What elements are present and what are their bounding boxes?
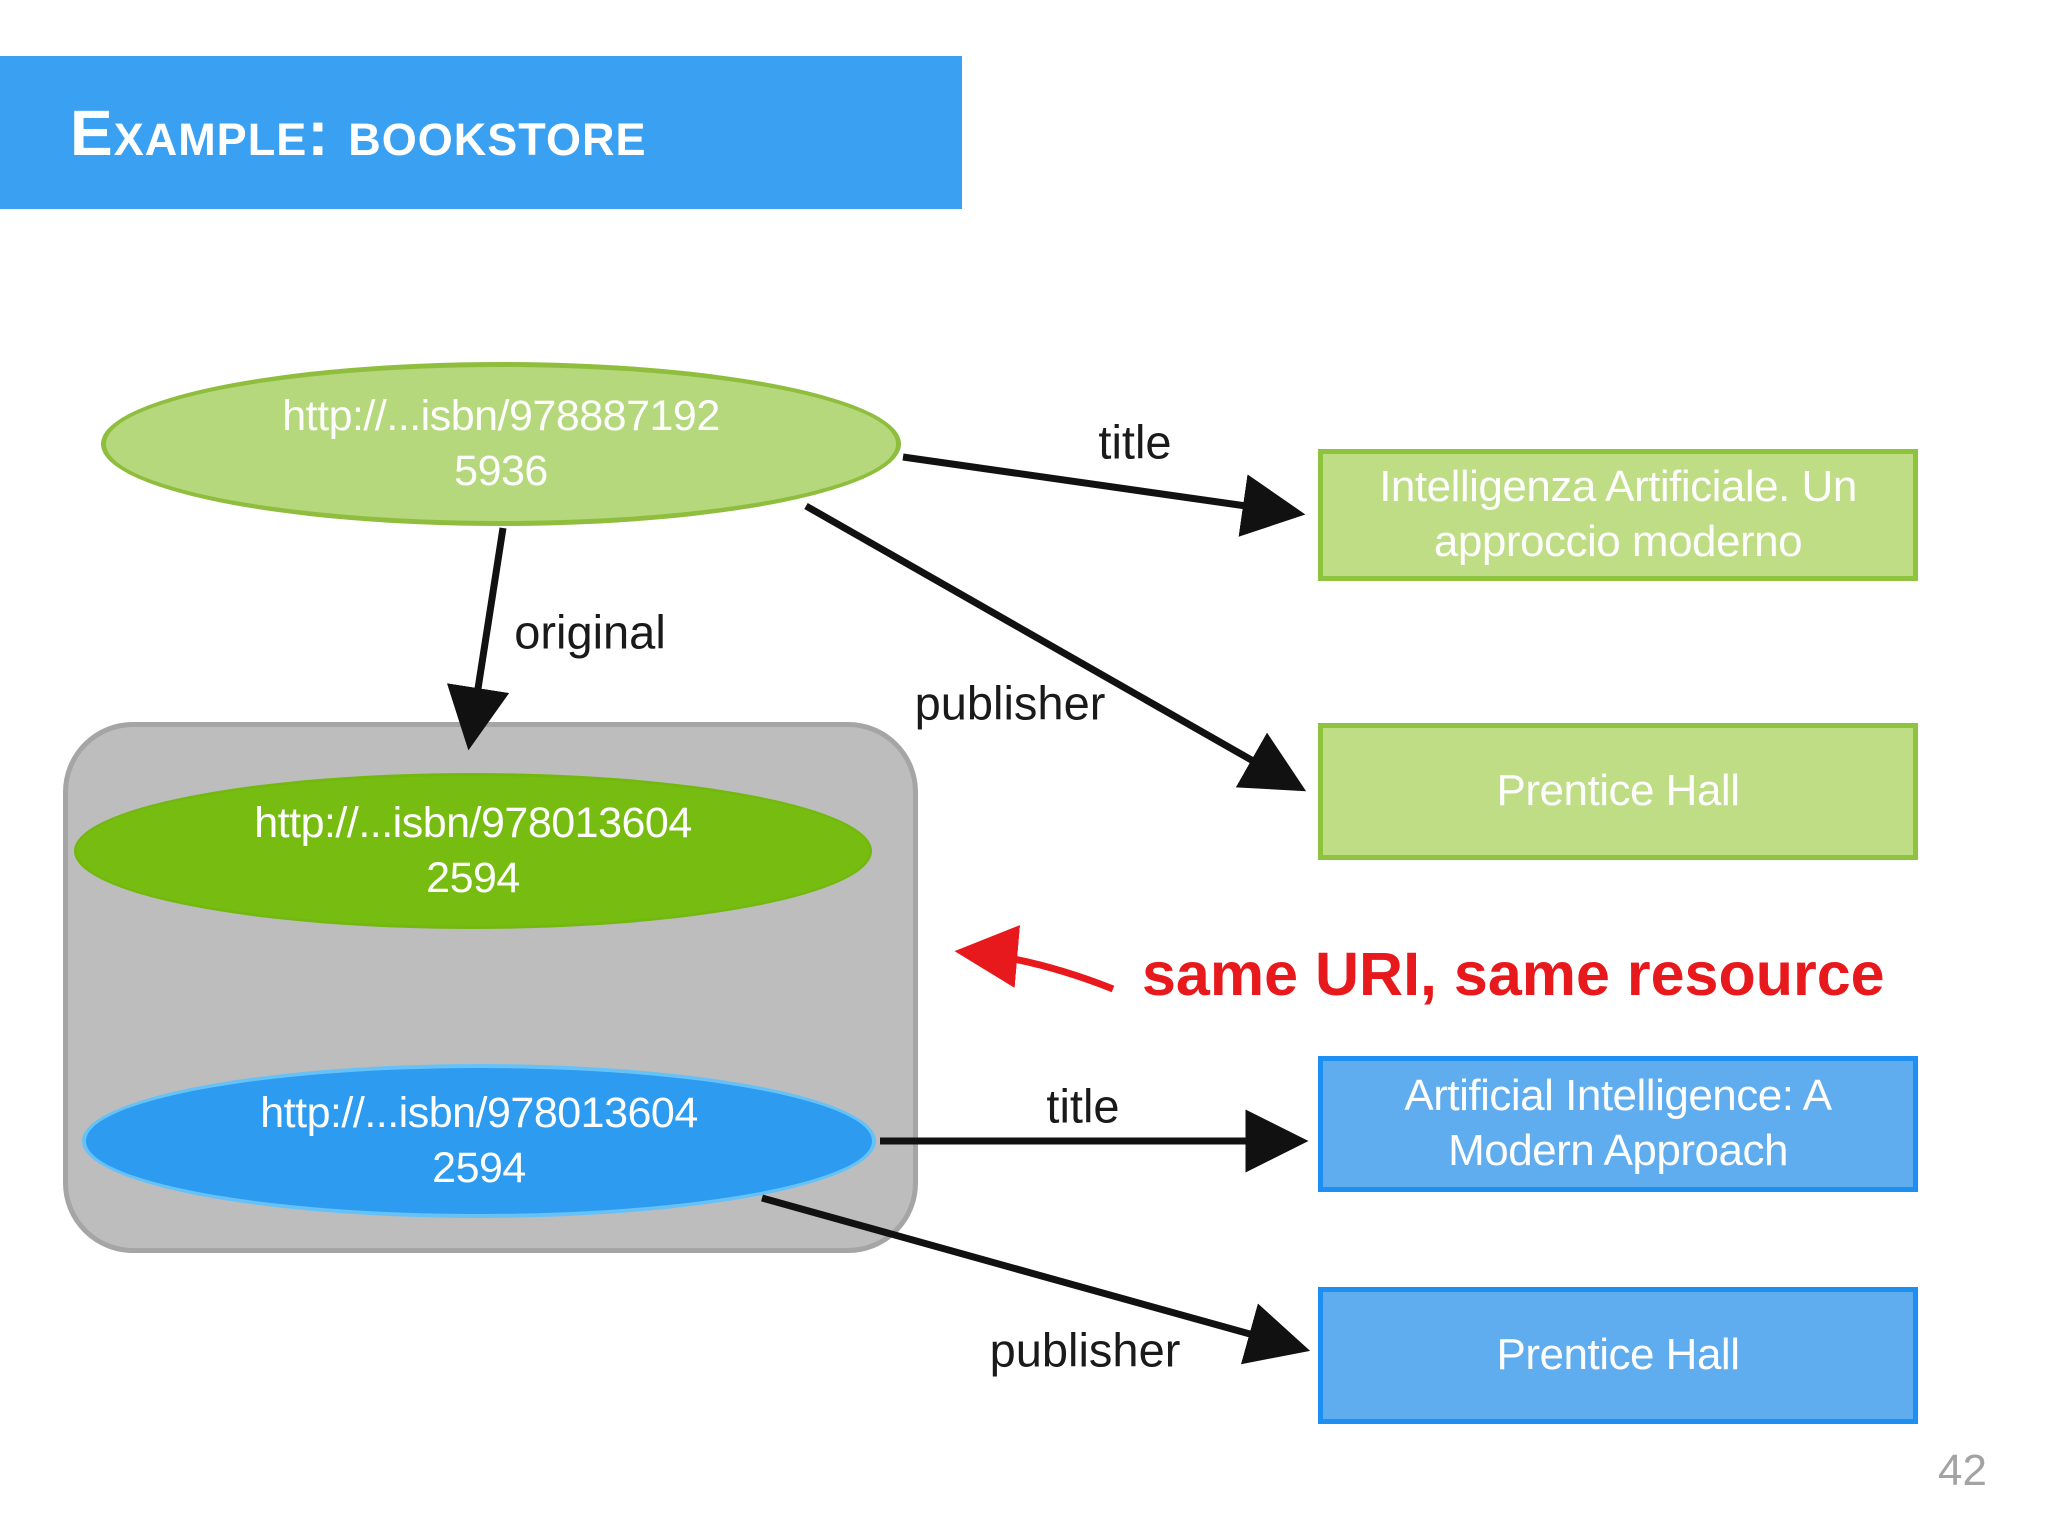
node-isbn-9780136042594-green: http://...isbn/978013604 2594 xyxy=(74,773,872,929)
page-number: 42 xyxy=(1938,1446,1987,1495)
node-text-line: http://...isbn/978887192 xyxy=(282,391,720,440)
arrow-original xyxy=(446,527,510,751)
node-text-line: Intelligenza Artificiale. Un xyxy=(1379,462,1857,512)
node-title-english: Artificial Intelligence: A Modern Approa… xyxy=(1318,1056,1918,1192)
slide-title: Example: bookstore xyxy=(70,96,647,169)
node-text-line: 5936 xyxy=(454,447,548,495)
node-isbn-9788871925936: http://...isbn/978887192 5936 xyxy=(101,362,901,526)
node-publisher-english: Prentice Hall xyxy=(1318,1287,1918,1424)
slide-title-bar: Example: bookstore xyxy=(0,56,962,209)
arrow-same-uri xyxy=(954,925,1115,993)
node-text-line: Prentice Hall xyxy=(1496,1330,1740,1380)
node-isbn-9780136042594-blue: http://...isbn/978013604 2594 xyxy=(82,1064,876,1218)
node-text-line: 2594 xyxy=(432,1144,526,1192)
node-text-line: Prentice Hall xyxy=(1496,766,1740,816)
same-uri-annotation: same URI, same resource xyxy=(1142,940,1885,1008)
edge-label-publisher-1: publisher xyxy=(914,676,1106,730)
node-text-line: approccio moderno xyxy=(1433,517,1803,566)
node-publisher-italian: Prentice Hall xyxy=(1318,723,1918,860)
edge-label-title-2: title xyxy=(1046,1079,1120,1133)
edge-label-publisher-2: publisher xyxy=(989,1323,1181,1377)
node-text-line: 2594 xyxy=(426,854,520,902)
edge-label-original: original xyxy=(514,605,666,659)
node-title-italian: Intelligenza Artificiale. Un approccio m… xyxy=(1318,449,1918,581)
node-text-line: Artificial Intelligence: A xyxy=(1404,1071,1832,1121)
node-text-line: http://...isbn/978013604 xyxy=(260,1088,698,1137)
node-text-line: Modern Approach xyxy=(1448,1126,1788,1175)
node-text-line: http://...isbn/978013604 xyxy=(254,798,692,847)
edge-label-title-1: title xyxy=(1098,415,1172,469)
